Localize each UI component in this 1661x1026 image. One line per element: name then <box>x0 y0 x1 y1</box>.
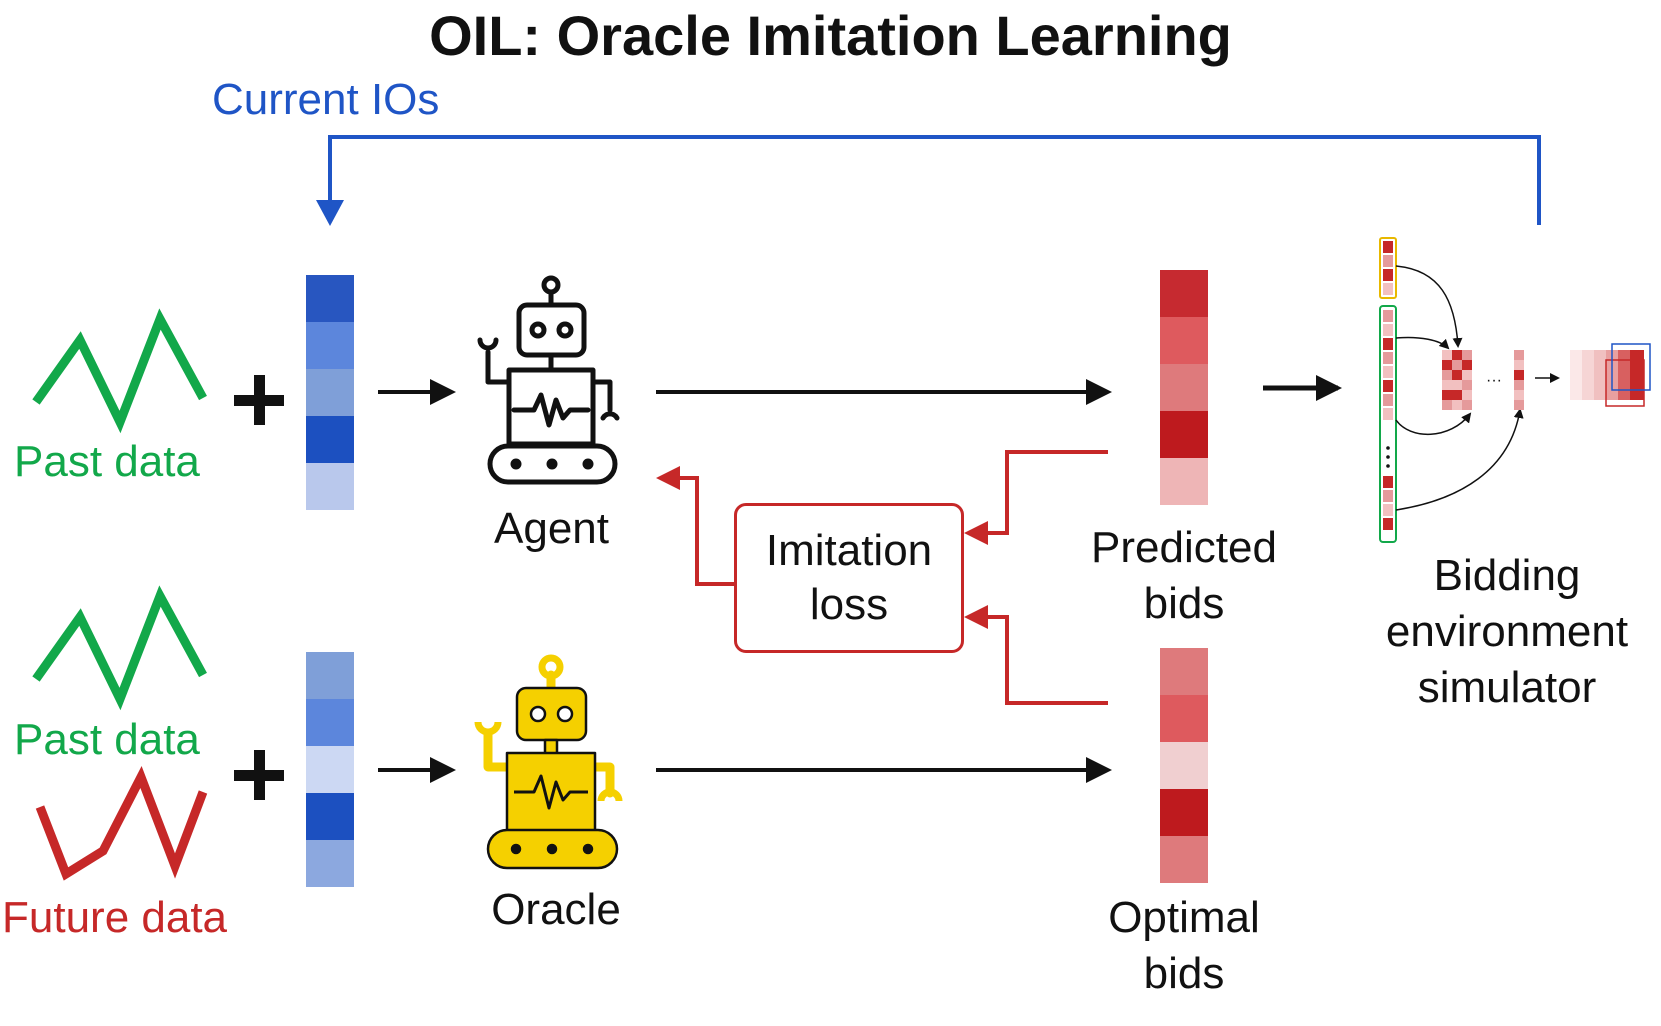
green-zigzag-icon <box>32 308 207 434</box>
red-zigzag-icon <box>35 765 208 881</box>
simulator-ellipsis: ··· <box>1486 372 1502 389</box>
agent-label: Agent <box>494 504 609 553</box>
simulator-label-line-1: Bidding <box>1433 551 1581 600</box>
robot-oracle-icon <box>474 654 623 870</box>
diagram-title: OIL: Oracle Imitation Learning <box>429 4 1232 67</box>
optimal-bids-line-1: Optimal <box>1108 893 1260 942</box>
optimal-bids-line-2: bids <box>1143 949 1225 998</box>
arrow-optimal-to-loss <box>964 605 1108 705</box>
imitation-loss-line-1: Imitation <box>765 526 933 576</box>
arrow-loss-to-agent <box>656 466 734 586</box>
input-column-bottom <box>306 652 354 887</box>
simulator-label-line-3: simulator <box>1417 663 1597 712</box>
optimal-bids-column <box>1160 648 1208 883</box>
future-data-label: Future data <box>2 893 228 942</box>
simulator-diagram: ··· <box>1379 237 1651 543</box>
current-ios-label: Current IOs <box>212 75 440 124</box>
predicted-bids-line-1: Predicted <box>1091 523 1277 572</box>
imitation-loss-line-2: loss <box>809 580 889 629</box>
plus-sign-bottom <box>234 750 284 800</box>
imitation-loss-box: Imitation loss <box>734 503 964 653</box>
arrow-predicted-to-loss <box>964 450 1108 545</box>
robot-agent-icon <box>477 275 620 485</box>
simulator-label-line-2: environment <box>1385 607 1629 656</box>
current-ios-feedback-arrow <box>328 135 1541 225</box>
green-zigzag-icon <box>32 585 207 711</box>
plus-sign-top <box>234 375 284 425</box>
current-ios-arrowhead <box>316 200 344 226</box>
predicted-bids-line-2: bids <box>1143 579 1225 628</box>
past-data-label-top: Past data <box>14 437 200 486</box>
oracle-label: Oracle <box>491 885 621 934</box>
past-data-label-bottom: Past data <box>14 715 200 764</box>
input-column-top <box>306 275 354 510</box>
predicted-bids-column <box>1160 270 1208 505</box>
